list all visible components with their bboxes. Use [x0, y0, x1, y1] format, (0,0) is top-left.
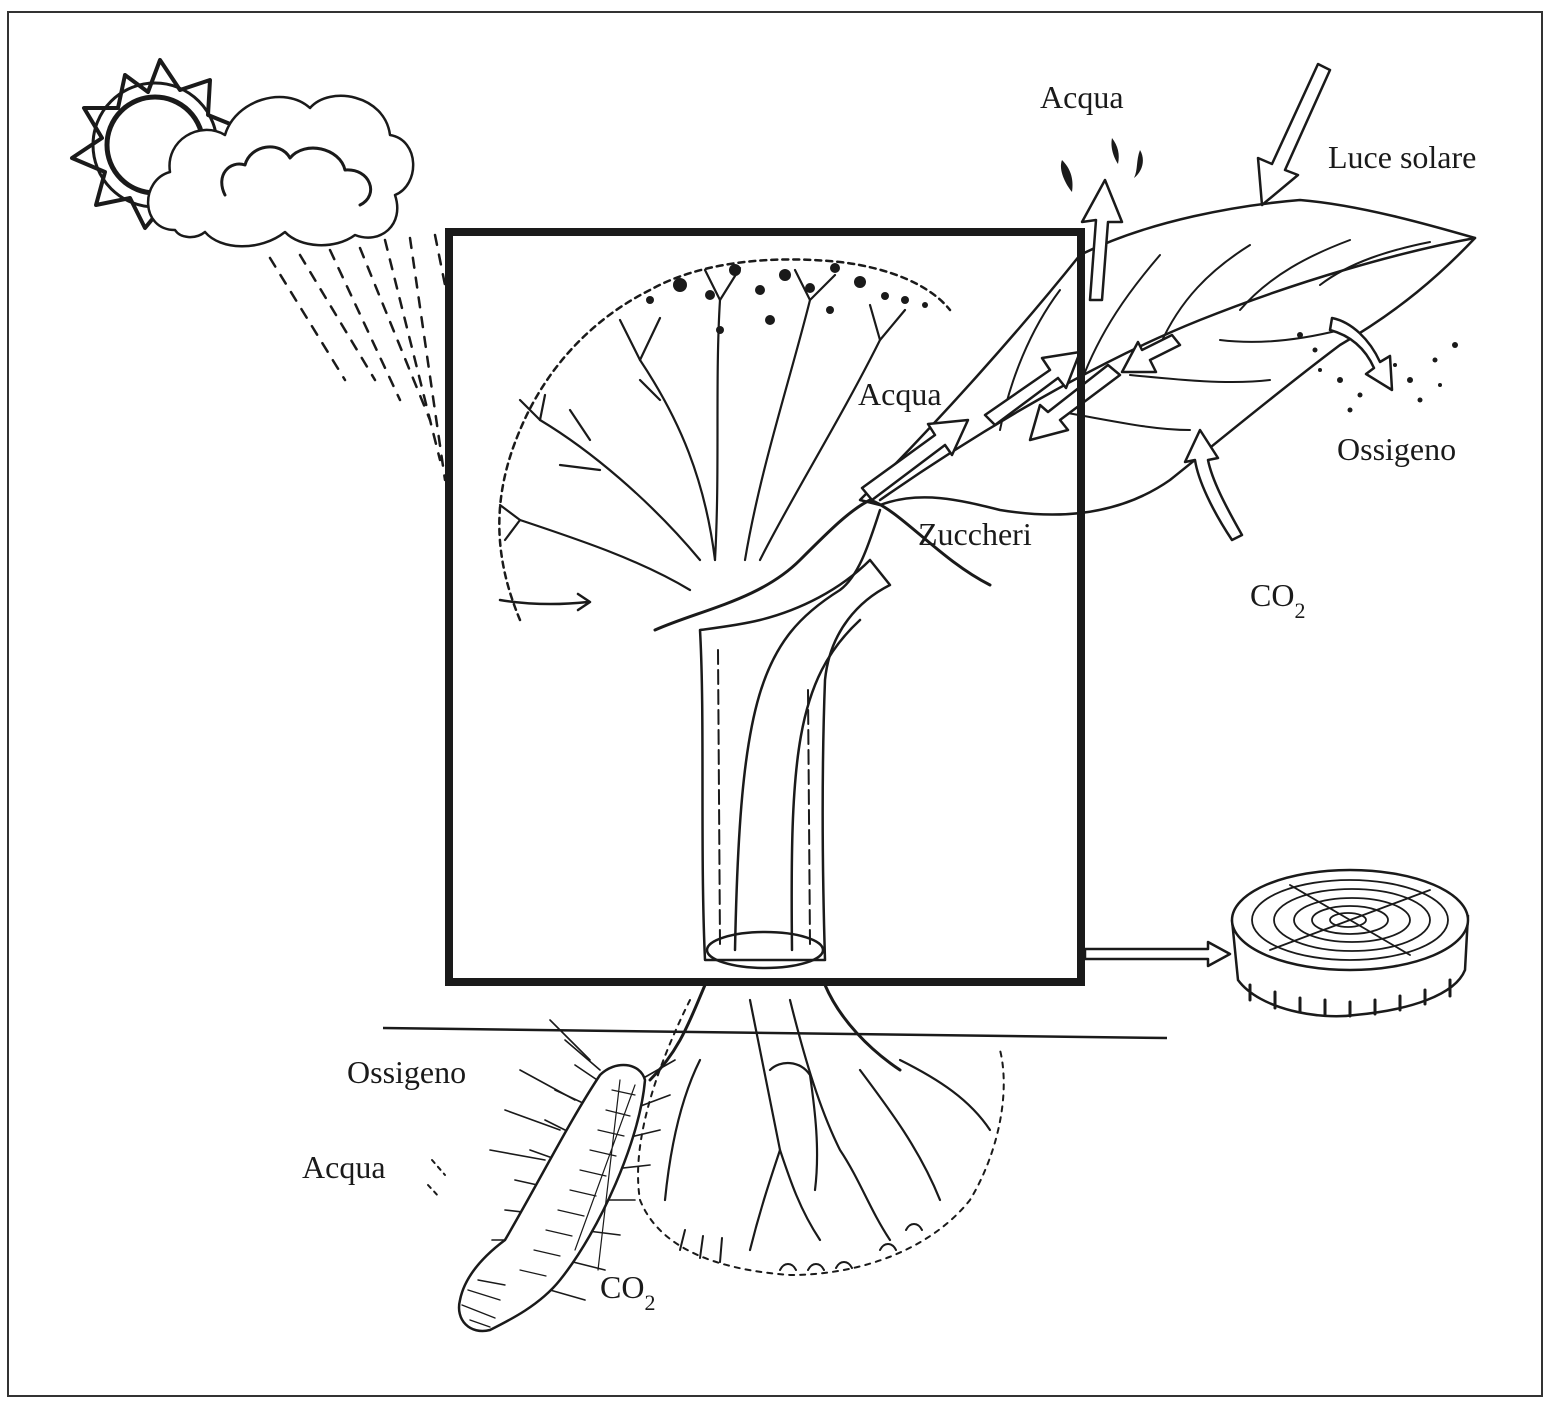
oxygen-out-arrow: [1328, 316, 1394, 392]
label-oxygen-leaf: Ossigeno: [1337, 431, 1456, 467]
sunlight-arrow: [1256, 62, 1332, 207]
co2-in-arrow: [1183, 428, 1244, 542]
root-water-dashes: [427, 1159, 446, 1199]
root-tip-icon: [457, 1019, 676, 1333]
label-co2-leaf-text: CO: [1250, 577, 1294, 613]
label-water-top: Acqua: [1040, 79, 1124, 115]
water-drops-icon: [1060, 138, 1143, 192]
root-system: [637, 983, 1005, 1276]
tree-section-frame: [445, 228, 1085, 986]
trunk: [653, 498, 992, 970]
label-water-leaf: Acqua: [858, 376, 942, 412]
label-co2-leaf-subscript: 2: [1294, 598, 1305, 623]
tree-ring-slice-icon: [1230, 868, 1470, 1018]
log-arrow: [1083, 940, 1232, 968]
water-up-arrow: [1080, 178, 1124, 302]
sun-cloud-rain-icon: [70, 58, 450, 482]
crown-arrow: [498, 592, 592, 612]
label-co2-leaf: CO2: [1250, 577, 1305, 623]
label-sunlight: Luce solare: [1328, 139, 1476, 175]
cloud-icon: [146, 94, 415, 248]
label-co2-root-subscript: 2: [644, 1290, 655, 1315]
ground-line: [382, 1026, 1168, 1040]
label-co2-root-text: CO: [600, 1269, 644, 1305]
tree-crown: [498, 258, 952, 622]
rain-icon: [268, 233, 450, 482]
leaf-icon: [858, 198, 1477, 516]
label-oxygen-root: Ossigeno: [347, 1054, 466, 1090]
label-co2-root: CO2: [600, 1269, 655, 1315]
label-water-root: Acqua: [302, 1149, 386, 1185]
label-sugars: Zuccheri: [918, 516, 1032, 552]
outer-frame: [7, 11, 1543, 1397]
foliage-dots: [646, 263, 928, 334]
oxygen-dots: [1297, 332, 1458, 413]
